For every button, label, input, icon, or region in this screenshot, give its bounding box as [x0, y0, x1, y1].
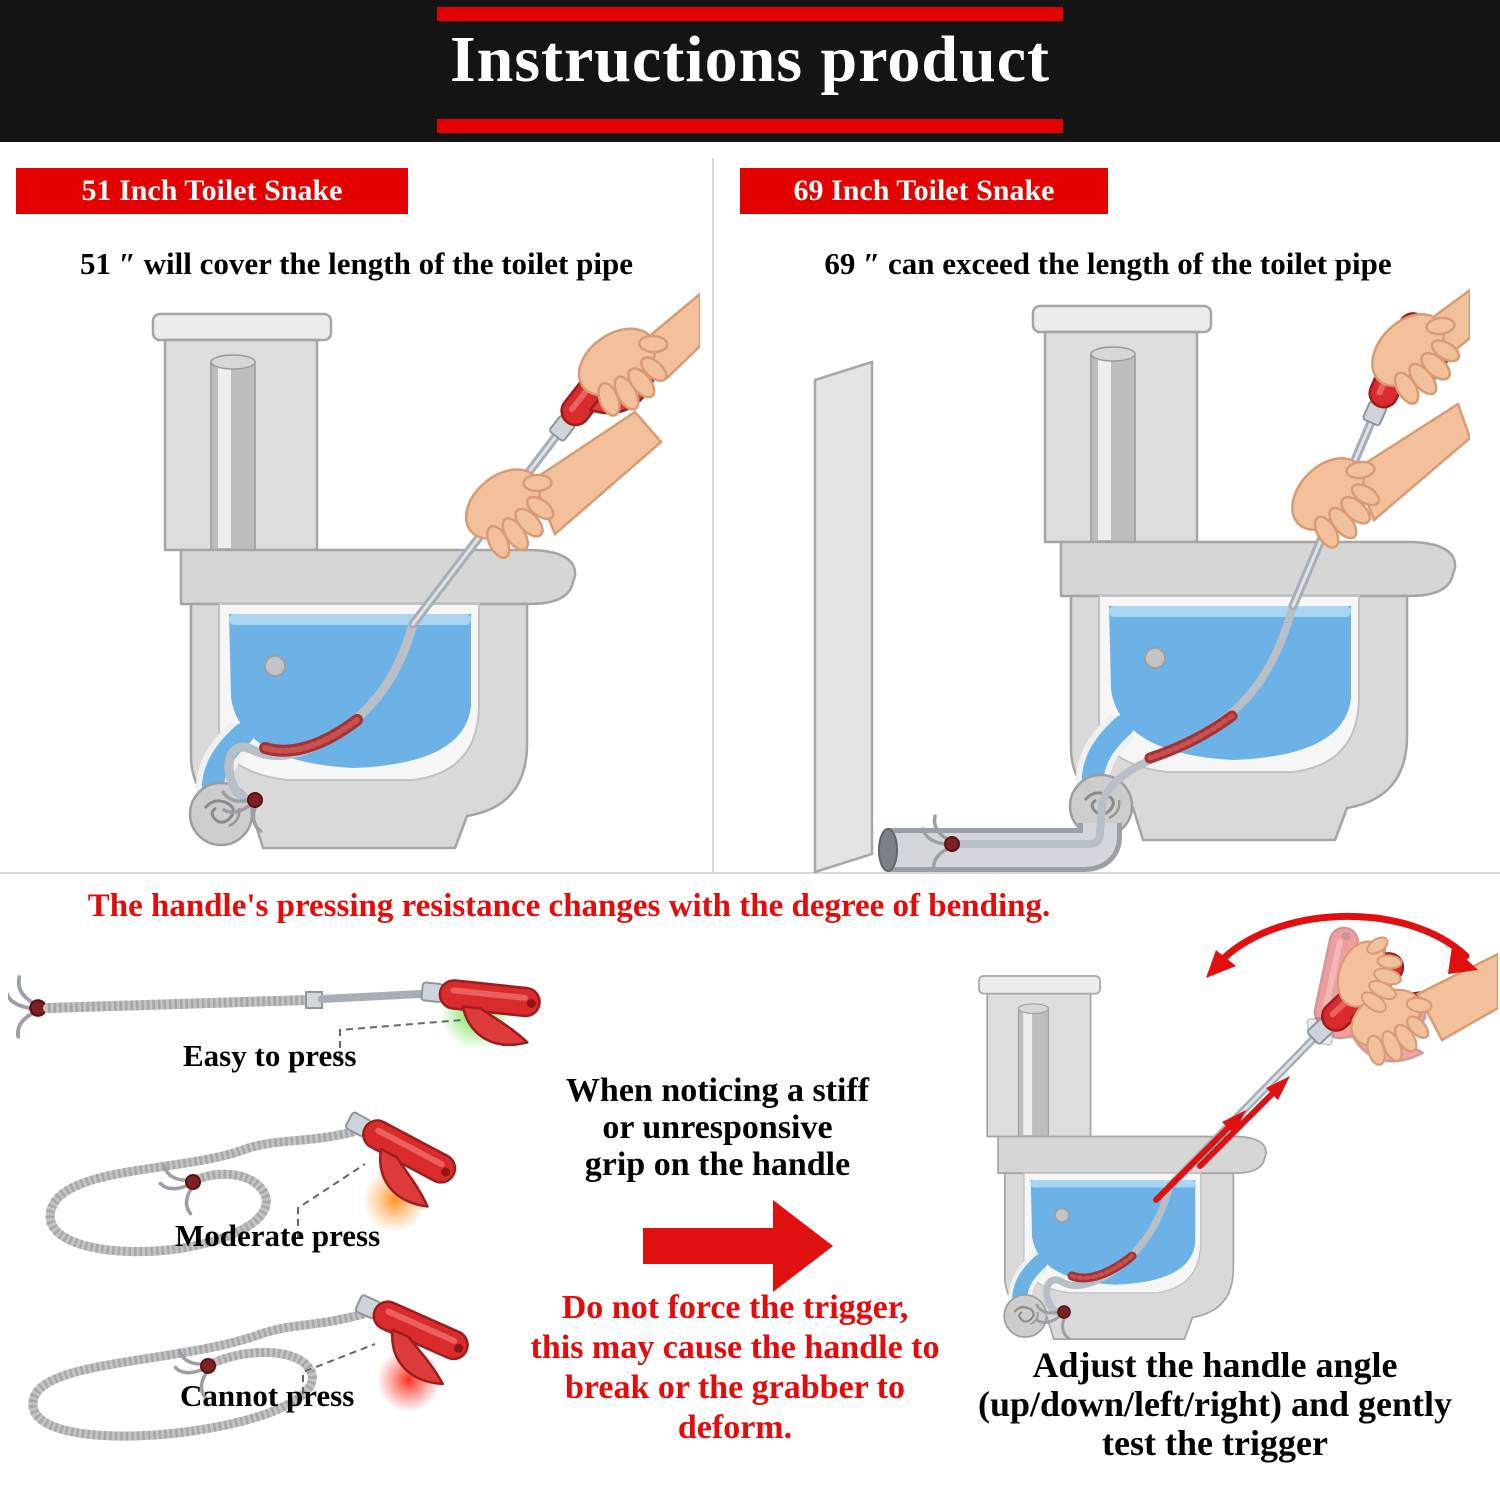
wall-panel: [813, 360, 874, 874]
snake-straight-illustration: [8, 975, 543, 1060]
swing-arc-arrow-head: [1448, 946, 1478, 974]
pipe-opening: [878, 828, 898, 872]
spring-cable-texture: [28, 1309, 365, 1441]
header-bottom-rule: [437, 119, 1063, 133]
adjust-line: Adjust the handle angle: [1032, 1345, 1398, 1385]
swing-arc-arrow: [1214, 913, 1470, 968]
label-connector: [297, 1163, 366, 1238]
warning-line: this may cause the handle to: [530, 1329, 940, 1366]
tool-label-moderate: Moderate press: [175, 1218, 381, 1253]
label-connector: [339, 1019, 463, 1060]
spring-cable-texture: [45, 1127, 355, 1257]
right-arrow-icon: [643, 1200, 833, 1292]
swing-arc-arrow-head: [1206, 950, 1236, 978]
spring-cable-texture: [47, 995, 309, 1013]
motion-arrow-head: [1266, 1076, 1290, 1100]
toilet-51-illustration: [55, 292, 700, 872]
tool-label-easy: Easy to press: [183, 1038, 357, 1073]
snake-bent-illustration: [45, 1105, 462, 1257]
stiff-grip-line: grip on the handle: [584, 1146, 851, 1183]
adjust-note: Adjust the handle angle (up/down/left/ri…: [935, 1346, 1495, 1463]
adjust-line: (up/down/left/right) and gently: [977, 1384, 1453, 1424]
badge-51-inch: 51 Inch Toilet Snake: [16, 168, 408, 214]
badge-69-inch: 69 Inch Toilet Snake: [740, 168, 1108, 214]
label-connector: [302, 1343, 376, 1394]
warning-line: break or the grabber to: [565, 1369, 905, 1406]
snake-cable: [1043, 1182, 1174, 1318]
cable-bristles-texture: [262, 717, 360, 754]
toilet-adjust-illustration: [918, 913, 1498, 1350]
toilet-69-illustration: [813, 288, 1470, 874]
toilet-cutaway: [153, 314, 575, 848]
adjust-line: test the trigger: [1102, 1423, 1328, 1463]
motion-arrow-head: [1222, 1110, 1246, 1134]
snake-coiled-illustration: [28, 1288, 474, 1441]
motion-arrow: [1153, 1117, 1239, 1203]
toilet-cutaway: [979, 976, 1266, 1339]
warning-line: Do not force the trigger,: [561, 1289, 909, 1326]
spring-cable: [28, 1309, 368, 1441]
stiff-grip-line: When noticing a stiff: [565, 1072, 870, 1109]
snake-rod: [318, 989, 444, 1003]
motion-arrow: [1197, 1083, 1283, 1169]
stiff-grip-line: or unresponsive: [602, 1109, 833, 1146]
cable-bristles-texture: [1070, 1254, 1134, 1280]
cable-bristles-texture: [1147, 713, 1235, 761]
direction-arrow: [643, 1200, 833, 1292]
page-title: Instructions product: [449, 23, 1051, 96]
tool-label-cannot: Cannot press: [180, 1378, 355, 1413]
section-divider: [0, 872, 1500, 874]
stiff-grip-note: When noticing a stiff or unresponsive gr…: [495, 1072, 940, 1183]
header-banner: Instructions product: [0, 0, 1500, 142]
trigger-warning: Do not force the trigger, this may cause…: [505, 1288, 965, 1448]
warning-line: deform.: [677, 1409, 793, 1446]
column-divider: [712, 158, 714, 872]
caption-69-inch: 69 ″ can exceed the length of the toilet…: [824, 246, 1392, 281]
bending-heading: The handle's pressing resistance changes…: [87, 888, 1051, 924]
header-top-rule: [437, 7, 1063, 21]
caption-51-inch: 51 ″ will cover the length of the toilet…: [80, 246, 633, 281]
grabber-claw: [8, 975, 48, 1039]
